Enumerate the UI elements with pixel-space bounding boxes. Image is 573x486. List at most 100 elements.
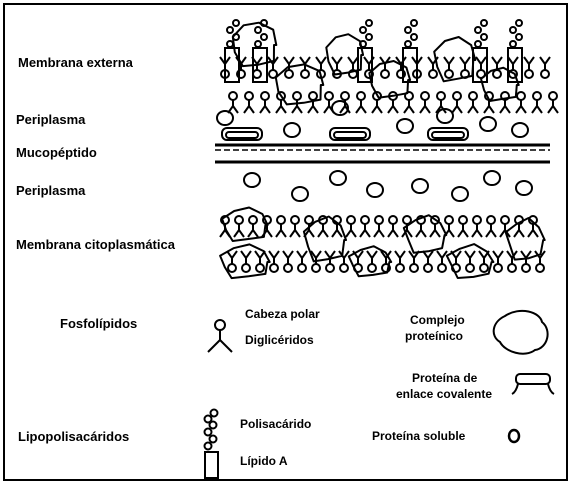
phospholipid (458, 216, 468, 237)
phospholipid (260, 92, 270, 113)
phospholipid (452, 92, 462, 113)
phospholipid (493, 251, 503, 272)
phospholipid (508, 57, 518, 78)
legend-diglycerides: Diglicéridos (245, 334, 314, 348)
phospholipid (356, 92, 366, 113)
covalent-protein (330, 128, 370, 140)
phospholipid (409, 251, 419, 272)
phospholipid (311, 251, 321, 272)
phospholipid (290, 216, 300, 237)
phospholipid (500, 92, 510, 113)
legend-polysaccharide: Polisacárido (240, 418, 311, 432)
soluble-protein (244, 173, 260, 187)
phospholipid (514, 216, 524, 237)
soluble-protein (292, 187, 308, 201)
phospholipid (244, 92, 254, 113)
mucopeptide-illustration (215, 128, 550, 162)
phospholipid (444, 57, 454, 78)
phospholipid (420, 92, 430, 113)
legend-lipid-a: Lípido A (240, 455, 288, 469)
legend-complex-line1: Complejo (410, 314, 465, 328)
phospholipid (234, 216, 244, 237)
soluble-protein (284, 123, 300, 137)
phospholipid (521, 251, 531, 272)
phospholipid (524, 57, 534, 78)
phospholipid (472, 216, 482, 237)
phospholipid (241, 251, 251, 272)
covalent-protein-icon (512, 374, 554, 394)
phospholipid (451, 251, 461, 272)
phospholipid (367, 251, 377, 272)
phospholipid (437, 251, 447, 272)
outer-membrane-illustration (220, 20, 558, 113)
label-mucopeptide: Mucopéptido (16, 146, 97, 161)
phospholipid (346, 216, 356, 237)
phospholipid (380, 57, 390, 78)
phospholipid (540, 57, 550, 78)
phospholipid (484, 92, 494, 113)
phospholipid (248, 216, 258, 237)
phospholipid (304, 216, 314, 237)
cytoplasmic-membrane-illustration (220, 208, 545, 279)
protein-complex (506, 218, 545, 260)
phospholipid (486, 216, 496, 237)
phospholipid (325, 251, 335, 272)
phospholipid (353, 251, 363, 272)
phospholipid (516, 92, 526, 113)
phospholipid (255, 251, 265, 272)
phospholipid (300, 57, 310, 78)
legend-phospholipids: Fosfolípidos (60, 317, 137, 332)
phospholipid (374, 216, 384, 237)
protein-complex (220, 244, 270, 278)
phospholipid (476, 57, 486, 78)
legend-covalent-protein-line1: Proteína de (412, 372, 477, 386)
label-periplasm-lower: Periplasma (16, 184, 85, 199)
soluble-protein (452, 187, 468, 201)
phospholipid (360, 216, 370, 237)
phospholipid (348, 57, 358, 78)
phospholipid (236, 57, 246, 78)
legend-soluble-protein: Proteína soluble (372, 430, 465, 444)
phospholipid (468, 92, 478, 113)
protein-complex-icon (494, 311, 548, 354)
label-cytoplasmic-membrane: Membrana citoplasmática (16, 238, 175, 253)
phospholipid (460, 57, 470, 78)
phospholipid (532, 92, 542, 113)
phospholipid (388, 216, 398, 237)
soluble-protein (512, 123, 528, 137)
legend-lipopolysaccharides: Lipopolisacáridos (18, 430, 129, 445)
phospholipid (262, 216, 272, 237)
legend-covalent-protein-line2: enlace covalente (396, 388, 492, 402)
phospholipid (284, 57, 294, 78)
phospholipid (339, 251, 349, 272)
phospholipid (548, 92, 558, 113)
soluble-protein-icon (509, 430, 519, 442)
soluble-protein (412, 179, 428, 193)
phospholipid-icon (208, 320, 232, 352)
label-periplasm-upper: Periplasma (16, 113, 85, 128)
soluble-protein (484, 171, 500, 185)
legend-polar-head: Cabeza polar (245, 308, 320, 322)
phospholipid (465, 251, 475, 272)
phospholipid (444, 216, 454, 237)
phospholipid (500, 216, 510, 237)
phospholipid (297, 251, 307, 272)
phospholipid (479, 251, 489, 272)
lipopolysaccharide-icon (205, 410, 219, 479)
soluble-protein (217, 111, 233, 125)
label-outer-membrane: Membrana externa (18, 56, 133, 71)
soluble-protein (330, 171, 346, 185)
covalent-protein (428, 128, 468, 140)
phospholipid (395, 251, 405, 272)
soluble-protein (367, 183, 383, 197)
phospholipid (283, 251, 293, 272)
phospholipid (423, 251, 433, 272)
phospholipid (228, 92, 238, 113)
soluble-protein (397, 119, 413, 133)
soluble-protein (480, 117, 496, 131)
phospholipid (220, 216, 230, 237)
phospholipid (276, 216, 286, 237)
covalent-protein (222, 128, 262, 140)
phospholipid (227, 251, 237, 272)
phospholipid (404, 92, 414, 113)
